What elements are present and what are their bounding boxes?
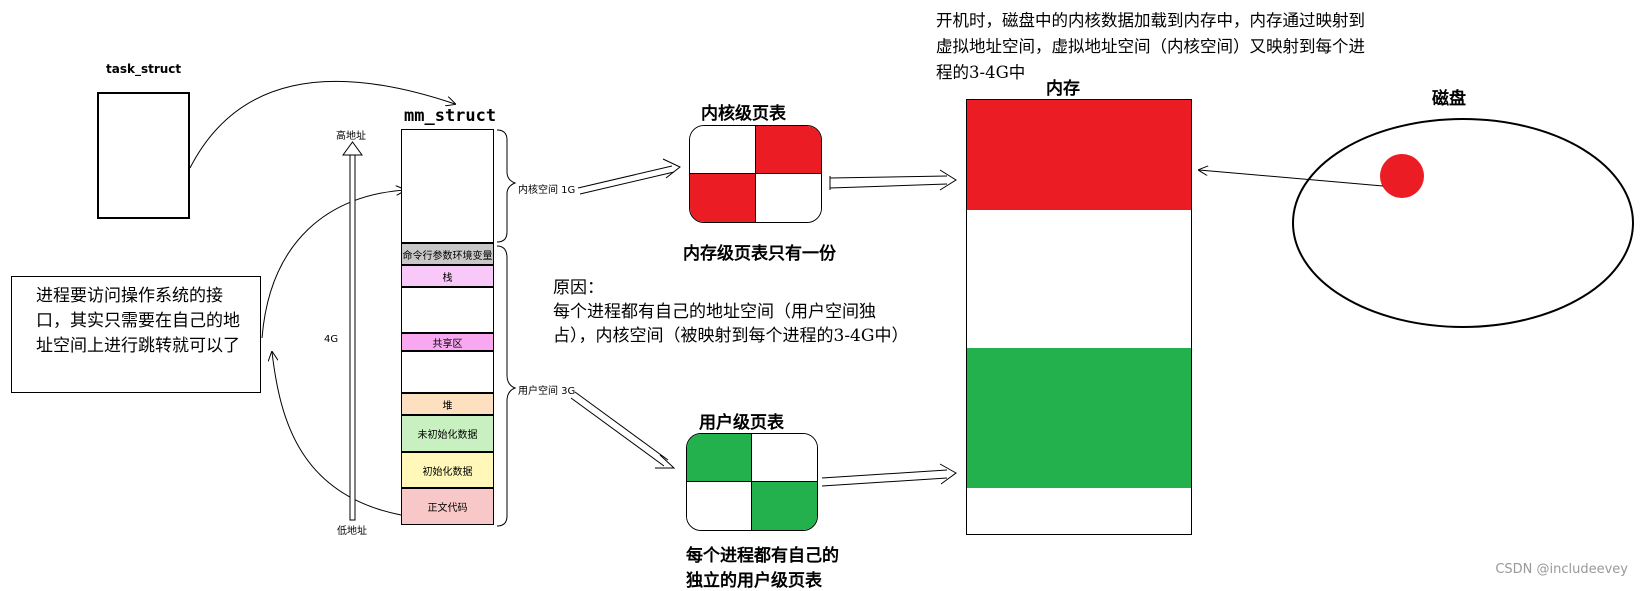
memory-title: 内存 xyxy=(1046,79,1080,99)
task-struct-box xyxy=(97,92,190,219)
boot-note-line: 虚拟地址空间，虚拟地址空间（内核空间）又映射到每个进 xyxy=(936,37,1365,56)
disk-data-dot xyxy=(1380,154,1424,198)
note-box: 进程要访问操作系统的接口，其实只需要在自己的地址空间上进行跳转就可以了 xyxy=(11,276,261,393)
user-table-cell xyxy=(687,434,752,482)
disk-ellipse xyxy=(1292,118,1634,328)
note-to-kernel-arrow xyxy=(261,190,405,339)
disk-to-memory-arrow xyxy=(1199,170,1384,187)
user-brace xyxy=(496,245,517,527)
kernel-table-cell xyxy=(690,174,756,222)
kernel-space-segment xyxy=(401,129,494,243)
reason-text: 原因： 每个进程都有自己的地址空间（用户空间独 占），内核空间（被映射到每个进程… xyxy=(553,276,973,348)
memory-user-block xyxy=(967,348,1191,488)
kernel-brace xyxy=(496,129,517,243)
watermark: CSDN @includeevey xyxy=(1495,562,1628,577)
kernel-table-title: 内核级页表 xyxy=(701,104,786,124)
memory-column xyxy=(966,99,1192,535)
user-table-title: 用户级页表 xyxy=(699,413,784,433)
total-size-label: 4G xyxy=(324,334,339,345)
boot-note-line: 开机时，磁盘中的内核数据加载到内存中，内存通过映射到 xyxy=(936,11,1365,30)
kernel-space-label: 内核空间 1G xyxy=(518,185,576,196)
reason-line: 占），内核空间（被映射到每个进程的3-4G中） xyxy=(553,326,909,346)
bss-segment: 未初始化数据 xyxy=(401,415,494,452)
kernel-table-cell xyxy=(755,126,821,174)
text-to-note-arrow xyxy=(272,352,402,516)
mm-struct-label: mm_struct xyxy=(404,106,497,126)
user-space-label: 用户空间 3G xyxy=(518,386,576,397)
boot-note-line: 程的3-4G中 xyxy=(936,63,1026,82)
kernel-to-table-arrow xyxy=(577,158,681,195)
text-segment: 正文代码 xyxy=(401,488,494,525)
mm-struct-column: 命令行参数环境变量 栈 共享区 堆 未初始化数据 初始化数据 正文代码 xyxy=(401,129,496,529)
data-segment: 初始化数据 xyxy=(401,452,494,488)
user-table-cell xyxy=(752,434,817,482)
kernel-table-cell xyxy=(755,174,821,222)
user-table-caption-2: 独立的用户级页表 xyxy=(686,571,822,591)
gap-segment-lower xyxy=(401,351,494,393)
task-to-mm-arrow xyxy=(189,80,455,169)
kernel-page-table xyxy=(689,125,822,223)
gap-segment-upper xyxy=(401,287,494,333)
reason-line: 原因： xyxy=(553,278,604,298)
reason-line: 每个进程都有自己的地址空间（用户空间独 xyxy=(553,302,876,322)
args-env-segment: 命令行参数环境变量 xyxy=(401,243,494,265)
user-table-to-memory-arrow xyxy=(821,463,957,487)
user-table-caption-1: 每个进程都有自己的 xyxy=(686,546,839,566)
low-address-label: 低地址 xyxy=(337,526,367,537)
user-to-table-arrow xyxy=(570,391,676,469)
task-struct-label: task_struct xyxy=(106,62,182,76)
user-page-table xyxy=(686,433,818,531)
shared-region-segment: 共享区 xyxy=(401,333,494,351)
boot-note-text: 开机时，磁盘中的内核数据加载到内存中，内存通过映射到 虚拟地址空间，虚拟地址空间… xyxy=(936,8,1476,86)
heap-segment: 堆 xyxy=(401,393,494,415)
stack-segment: 栈 xyxy=(401,265,494,287)
address-axis-arrow xyxy=(342,141,363,521)
kernel-table-to-memory-arrow xyxy=(829,169,957,191)
memory-kernel-block xyxy=(967,100,1191,210)
user-table-cell xyxy=(687,482,752,530)
kernel-table-cell xyxy=(690,126,756,174)
high-address-label: 高地址 xyxy=(336,131,366,142)
user-table-cell xyxy=(752,482,817,530)
disk-title: 磁盘 xyxy=(1432,89,1466,109)
kernel-table-caption: 内存级页表只有一份 xyxy=(683,244,836,264)
